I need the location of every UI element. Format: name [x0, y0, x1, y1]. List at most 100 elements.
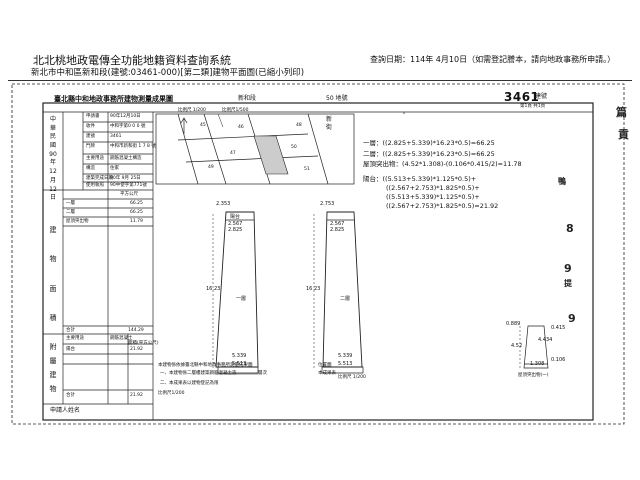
plan1-balcony: 陽台: [230, 214, 241, 220]
area-total-value: 144.29: [128, 328, 144, 333]
survey-date-vertical: 中華民國90年12月12日: [49, 116, 57, 202]
form-title: 臺北縣中和地政事務所建物測量成果圖: [54, 95, 173, 103]
building-number-label: 建號: [535, 93, 548, 100]
attached-use-header: 主要用途: [66, 336, 84, 341]
site-lot-51: 51: [304, 167, 310, 172]
area-total-label: 合計: [66, 328, 75, 333]
lot-number: 50 地號: [326, 95, 348, 102]
document-subtitle: 新北市中和區新和段(建號:03461-000)[第二類]建物平面圖(已縮小列印): [31, 68, 305, 78]
plan1-second: 2.825: [228, 227, 243, 233]
area-label-1: 二層: [66, 210, 75, 215]
roof-d: 0.106: [551, 357, 566, 363]
system-title: 北北桃地政電傳全功能地籍資料查詢系統: [33, 54, 231, 67]
roof-len: 4.434: [538, 337, 553, 343]
site-lot-49: 49: [208, 165, 214, 170]
info-label-0: 申請書: [86, 114, 100, 119]
info-value-4: 鋼筋混凝土構造: [110, 156, 142, 161]
info-value-5: 住家: [110, 166, 119, 171]
formula-balcony-2: ((2.567+2.753)*1.825*0.5)+: [386, 184, 480, 192]
plan2-room: 二層: [340, 296, 351, 302]
plan2-bottom: 5.339: [338, 353, 353, 359]
survey-sheet: 臺北縣中和地政事務所建物測量成果圖 新和段 50 地號 3461 建號 第1頁 …: [8, 82, 632, 426]
info-value-1: 中和字第0 0 0 號: [110, 124, 146, 129]
applicant-label: 申請人姓名: [50, 407, 81, 414]
plan1-length: 16.23: [206, 286, 221, 292]
area-value-1: 66.25: [130, 210, 143, 215]
attached-label-0: 陽台: [66, 347, 75, 352]
formula-floor2: 二層：((2.825+5.339)*16.23*0.5)=66.25: [363, 150, 495, 158]
info-label-5: 構造: [86, 166, 95, 171]
query-date: 查詢日期：114年 4月10日（如需登記謄本，請向地政事務所申請。）: [370, 55, 616, 64]
area-label-2: 屋頂突出物: [66, 219, 89, 224]
info-value-6: 90年 9月 25日: [110, 176, 141, 181]
plan2-second: 2.825: [330, 227, 345, 233]
note-item-1: 一、本建物係二層樓建築鋼筋混凝土造: [160, 371, 237, 376]
plan1-top-left: 2.353: [216, 201, 231, 207]
building-number: 3461: [504, 90, 540, 104]
formula-balcony-4: ((2.567+2.753)*1.825*0.5)=21.92: [386, 202, 499, 210]
plan2-caption: 比例尺 1/200: [338, 375, 366, 380]
page-header: 北北桃地政電傳全功能地籍資料查詢系統 新北市中和區新和段(建號:03461-00…: [0, 0, 640, 81]
position-label: 位置圖: [318, 363, 332, 368]
area-value-0: 66.25: [130, 201, 143, 206]
header-rule: [8, 80, 632, 81]
roof-w: 4.52: [511, 343, 523, 349]
area-value-2: 11.79: [130, 219, 143, 224]
section-name: 新和段: [238, 95, 257, 102]
area-label-0: 一層: [66, 201, 75, 206]
info-label-3: 門牌: [86, 144, 95, 149]
plan2-bottom2: 5.513: [338, 361, 353, 367]
building-area-vertical: 建物面積: [49, 226, 57, 323]
attached-area-header: 面積(平方公尺): [128, 341, 159, 346]
right-fragment-3: 鴨: [558, 177, 566, 186]
info-label-6: 建築完成日期: [86, 176, 113, 181]
note-intro: 本建物係依據臺北縣中和地政事務所測量成果圖: [158, 363, 253, 368]
plan1-bottom: 5.339: [232, 353, 247, 359]
attached-struct-header: 鋼筋混凝土: [110, 336, 133, 341]
area-header: 平方公尺: [120, 192, 138, 197]
sheet-linework: [11, 83, 625, 425]
attached-building-vertical: 附屬建物: [49, 343, 57, 393]
scale-a: 比例尺1/500: [222, 108, 249, 113]
plan1-bottom2: 5.513: [232, 361, 247, 367]
info-value-3: 中和市新和街 1 7 8 號: [110, 144, 156, 149]
roof-b: 1.308: [530, 361, 545, 367]
roof-caption: 屋頂突出物(一): [518, 373, 549, 378]
plan2-top-left: 2.753: [320, 201, 335, 207]
attached-total-label: 合計: [66, 393, 75, 398]
roof-a: 0.889: [506, 321, 521, 327]
roof-c: 0.415: [551, 325, 566, 331]
formula-roof: 屋頂突出物：(4.52*1.308)-(0.106*0.415/2)=11.78: [363, 160, 522, 168]
attached-value-0: 21.92: [130, 347, 143, 352]
site-lot-48: 48: [296, 123, 302, 128]
info-label-1: 收件: [86, 124, 95, 129]
info-value-7: 90中使字第771號: [110, 183, 147, 188]
plan2-top-right: 2.567: [330, 221, 345, 227]
legend-b: 層次: [258, 371, 267, 376]
formula-floor1: 一層：((2.825+5.339)*16.23*0.5)=66.25: [363, 139, 495, 147]
plan2-length: 16.23: [306, 286, 321, 292]
formula-balcony-3: ((5.513+5.339)*1.125*0.5)+: [386, 193, 480, 201]
site-lot-47: 47: [230, 151, 236, 156]
right-fragment-7: 9: [568, 312, 576, 325]
site-lot-45: 45: [200, 123, 206, 128]
info-value-2: 3461: [110, 134, 122, 139]
site-lot-46: 46: [238, 125, 244, 130]
plan1-room: 一層: [236, 296, 247, 302]
info-label-4: 主要用途: [86, 156, 104, 161]
info-label-2: 建號: [86, 134, 95, 139]
info-value-0: 90年12月10日: [110, 114, 141, 119]
plan1-top-right: 2.567: [228, 221, 243, 227]
plan1-caption: 比例尺 1/200: [178, 108, 206, 113]
attached-total-value: 21.92: [130, 393, 143, 398]
legend-a: 本成果表: [318, 371, 336, 376]
page-label: 第1頁 共1頁: [520, 104, 546, 109]
site-lot-50: 50: [291, 145, 297, 150]
right-fragment-6: 提: [564, 279, 572, 288]
note-item-2: 二、本成果表以建物登記為限: [160, 381, 219, 386]
formula-balcony-1: 陽台：((5.513+5.339)*1.125*0.5)+: [363, 175, 477, 183]
right-fragment-1: 篇: [616, 106, 627, 119]
right-fragment-4: 8: [566, 222, 574, 235]
right-fragment-2: 貢: [618, 128, 629, 141]
street-label: 新 街: [326, 116, 333, 132]
